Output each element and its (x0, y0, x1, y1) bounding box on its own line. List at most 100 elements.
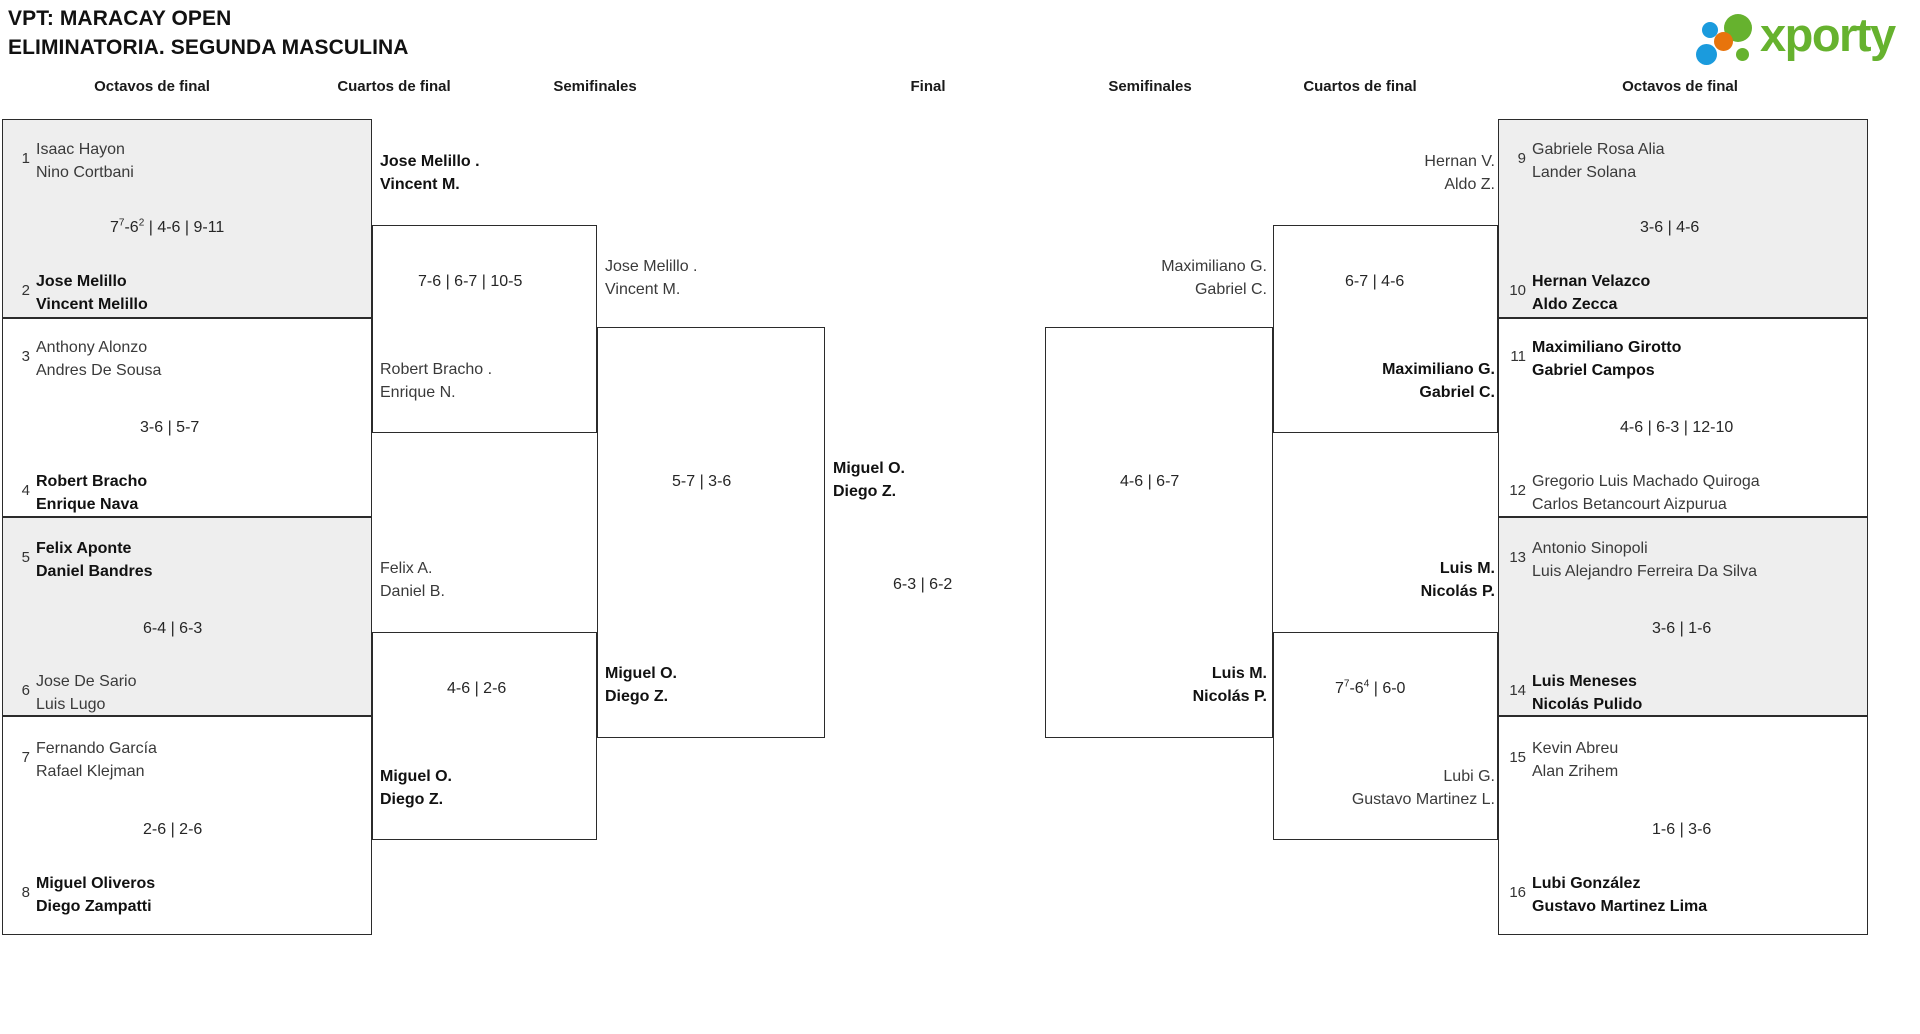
seed-slot-2: 2 Jose Melillo Vincent Melillo (8, 270, 148, 316)
logo-wordmark: xporty (1760, 8, 1896, 61)
match-box-left-r16-2[interactable] (2, 318, 372, 517)
player-name: Gabriel Campos (1532, 362, 1655, 379)
seed-number-10: 10 (1509, 282, 1526, 299)
player-name: Gabriel C. (1194, 281, 1267, 298)
seed-number-14: 14 (1509, 682, 1526, 699)
seed-slot-4: 4 Robert Bracho Enrique Nava (8, 470, 147, 516)
match-score-left-qf-2: 4-6 | 2-6 (447, 680, 507, 697)
player-name: Luis Alejandro Ferreira Da Silva (1532, 563, 1757, 580)
seed-slot-12: 12 Gregorio Luis Machado Quiroga Carlos … (1504, 470, 1760, 516)
qf-left-1-bot-names: Robert Bracho . Enrique N. (380, 358, 492, 404)
match-box-left-r16-1[interactable] (2, 119, 372, 318)
match-score-left-r16-1: 77-62 | 4-6 | 9-11 (110, 217, 225, 236)
player-name: Aldo Z. (1444, 176, 1495, 193)
seed-number-2: 2 (21, 282, 30, 299)
player-name: Luis M. (1211, 665, 1267, 682)
player-name: Nino Cortbani (36, 164, 134, 181)
player-name: Hernan Velazco (1532, 273, 1651, 290)
logo-dot-orange (1714, 32, 1733, 51)
match-score-right-qf-2: 77-64 | 6-0 (1335, 678, 1406, 697)
player-name: Daniel B. (380, 583, 445, 600)
match-box-right-r16-4[interactable] (1498, 716, 1868, 935)
qf-right-1-bot-names: Maximiliano G. Gabriel C. (1225, 358, 1495, 404)
sf-right-top-names: Maximiliano G. Gabriel C. (1007, 255, 1267, 301)
match-box-right-qf-1[interactable] (1273, 225, 1498, 433)
match-score-left-r16-4: 2-6 | 2-6 (143, 821, 203, 838)
match-score-right-r16-4: 1-6 | 3-6 (1652, 821, 1712, 838)
match-box-left-r16-4[interactable] (2, 716, 372, 935)
match-box-left-qf-1[interactable] (372, 225, 597, 433)
player-name: Gregorio Luis Machado Quiroga (1532, 473, 1760, 490)
match-box-left-qf-2[interactable] (372, 632, 597, 840)
player-name: Felix Aponte (36, 540, 132, 557)
seed-slot-6: 6 Jose De Sario Luis Lugo (8, 670, 137, 716)
final-left-names: Miguel O. Diego Z. (833, 457, 905, 503)
player-name: Maximiliano G. (1161, 258, 1267, 275)
seed-number-16: 16 (1509, 884, 1526, 901)
round-header-left-qf: Cuartos de final (337, 78, 451, 95)
player-name: Gabriel C. (1419, 384, 1495, 401)
player-name: Antonio Sinopoli (1532, 540, 1648, 557)
player-name: Vincent Melillo (36, 296, 148, 313)
player-name: Miguel O. (833, 460, 905, 477)
player-name: Jose Melillo . (605, 258, 698, 275)
seed-number-9: 9 (1517, 150, 1526, 167)
player-name: Miguel Oliveros (36, 875, 156, 892)
player-name: Diego Zampatti (36, 898, 152, 915)
sf-right-bot-names: Luis M. Nicolás P. (1007, 662, 1267, 708)
match-score-final: 6-3 | 6-2 (893, 576, 953, 593)
player-name: Nicolás P. (1192, 688, 1267, 705)
player-name: Miguel O. (605, 665, 677, 682)
seed-number-5: 5 (21, 549, 30, 566)
match-box-right-sf[interactable] (1045, 327, 1273, 738)
qf-right-2-top-names: Luis M. Nicolás P. (1225, 557, 1495, 603)
round-header-final: Final (910, 78, 946, 95)
seed-number-15: 15 (1509, 749, 1526, 766)
player-name: Vincent M. (605, 281, 681, 298)
seed-number-11: 11 (1510, 348, 1526, 365)
seed-slot-13: 13 Antonio Sinopoli Luis Alejandro Ferre… (1504, 537, 1757, 583)
qf-left-2-bot-names: Miguel O. Diego Z. (380, 765, 452, 811)
player-name: Miguel O. (380, 768, 452, 785)
player-name: Alan Zrihem (1532, 763, 1619, 780)
player-name: Nicolás P. (1420, 583, 1495, 600)
logo-dot-blue-small (1702, 22, 1718, 38)
match-score-left-sf: 5-7 | 3-6 (672, 473, 732, 490)
match-box-left-r16-3[interactable] (2, 517, 372, 716)
player-name: Daniel Bandres (36, 563, 153, 580)
player-name: Luis Meneses (1532, 673, 1637, 690)
player-name: Robert Bracho . (380, 361, 493, 378)
player-name: Isaac Hayon (36, 141, 125, 158)
round-header-left-sf: Semifinales (553, 78, 637, 95)
seed-number-7: 7 (21, 749, 30, 766)
round-header-left-r16: Octavos de final (94, 78, 210, 95)
match-box-right-qf-2[interactable] (1273, 632, 1498, 840)
seed-slot-3: 3 Anthony Alonzo Andres De Sousa (8, 336, 162, 382)
player-name: Enrique Nava (36, 496, 139, 513)
round-header-right-sf: Semifinales (1108, 78, 1192, 95)
match-box-right-r16-1[interactable] (1498, 119, 1868, 318)
player-name: Kevin Abreu (1532, 740, 1619, 757)
match-score-left-r16-2: 3-6 | 5-7 (140, 419, 200, 436)
player-name: Vincent M. (380, 176, 460, 193)
player-name: Luis M. (1439, 560, 1495, 577)
player-name: Fernando García (36, 740, 157, 757)
match-score-right-r16-1: 3-6 | 4-6 (1640, 219, 1700, 236)
player-name: Jose De Sario (36, 673, 137, 690)
match-score-left-qf-1: 7-6 | 6-7 | 10-5 (418, 273, 523, 290)
match-box-right-r16-3[interactable] (1498, 517, 1868, 716)
match-score-right-qf-1: 6-7 | 4-6 (1345, 273, 1405, 290)
seed-slot-15: 15 Kevin Abreu Alan Zrihem (1504, 737, 1618, 783)
match-box-left-sf[interactable] (597, 327, 825, 738)
player-name: Luis Lugo (36, 696, 106, 713)
player-name: Andres De Sousa (36, 362, 162, 379)
match-score-right-r16-3: 3-6 | 1-6 (1652, 620, 1712, 637)
xporty-logo: xporty (1694, 8, 1906, 65)
match-box-right-r16-2[interactable] (1498, 318, 1868, 517)
seed-number-1: 1 (21, 150, 30, 167)
sf-left-bot-names: Miguel O. Diego Z. (605, 662, 677, 708)
logo-dot-blue-large (1696, 44, 1717, 65)
match-score-left-r16-3: 6-4 | 6-3 (143, 620, 203, 637)
player-name: Jose Melillo . (380, 153, 480, 170)
player-name: Nicolás Pulido (1532, 696, 1643, 713)
